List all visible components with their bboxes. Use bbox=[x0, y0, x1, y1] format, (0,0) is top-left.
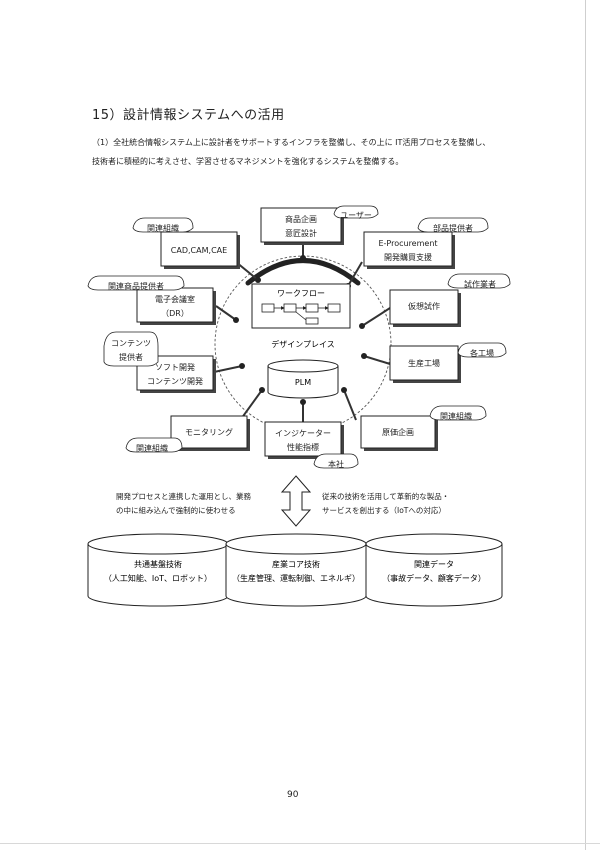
factory-label: 生産工場 bbox=[408, 358, 440, 368]
intro-line-1: （1）全社統合情報システム上に設計者をサポートするインフラを整備し、その上に I… bbox=[92, 138, 491, 147]
tag-related-org-tl: 関連組織 bbox=[147, 223, 179, 233]
tag-related-org-br: 関連組織 bbox=[440, 411, 472, 421]
tag-head-office: 本社 bbox=[328, 459, 344, 469]
db-related-data: 関連データ （事故データ、顧客データ） bbox=[365, 533, 503, 607]
plm-cylinder: PLM bbox=[267, 359, 339, 399]
right-note-1: 従来の技術を活用して革新的な製品・ bbox=[322, 491, 449, 501]
page-edge-bottom bbox=[0, 843, 600, 844]
stakeholder-tag-labels: ユーザー 関連組織 部品提供者 関連商品提供者 試作業者 コンテンツ 提供者 各… bbox=[108, 211, 496, 469]
double-arrow-icon bbox=[280, 475, 312, 527]
intro-line-2: 技術者に積極的に考えさせ、学習させるマネジメントを強化するシステムを整備する。 bbox=[92, 157, 404, 166]
svg-text:産業コア技術: 産業コア技術 bbox=[272, 559, 320, 569]
workflow-box: ワークフロー bbox=[251, 283, 351, 329]
workflow-arrows-icon bbox=[261, 303, 341, 325]
tag-content-provider-1: コンテンツ bbox=[111, 339, 151, 348]
tag-user: ユーザー bbox=[340, 211, 372, 220]
tag-prototyper: 試作業者 bbox=[464, 279, 496, 289]
product-planning-label-1: 商品企画 bbox=[285, 214, 317, 224]
econf-label-1: 電子会議室 bbox=[155, 294, 195, 304]
svg-text:（人工知能、IoT、ロボット）: （人工知能、IoT、ロボット） bbox=[104, 573, 212, 583]
left-note-1: 開発プロセスと連携した運用とし、業務 bbox=[116, 491, 251, 501]
design-place-label: デザインプレイス bbox=[271, 339, 335, 349]
bottom-notes: 開発プロセスと連携した運用とし、業務 の中に組み込んで強制的に使わせる 従来の技… bbox=[116, 491, 449, 515]
tag-prod-supplier: 関連商品提供者 bbox=[108, 281, 164, 291]
section-heading: 15）設計情報システムへの活用 bbox=[92, 108, 285, 123]
top-arc bbox=[245, 258, 361, 286]
soft-label-2: コンテンツ開発 bbox=[147, 377, 203, 386]
database-cylinders: 共通基盤技術 （人工知能、IoT、ロボット） 産業コア技術 （生産管理、運転制御… bbox=[87, 533, 503, 607]
db-industry-core: 産業コア技術 （生産管理、運転制御、エネルギ） bbox=[225, 533, 367, 607]
tag-content-provider-2: 提供者 bbox=[119, 352, 143, 362]
svg-text:PLM: PLM bbox=[295, 378, 311, 387]
db-common-tech: 共通基盤技術 （人工知能、IoT、ロボット） bbox=[87, 533, 229, 607]
page-number: 90 bbox=[287, 790, 299, 800]
svg-text:ワークフロー: ワークフロー bbox=[277, 289, 325, 298]
svg-text:（生産管理、運転制御、エネルギ）: （生産管理、運転制御、エネルギ） bbox=[232, 573, 360, 583]
svg-text:関連データ: 関連データ bbox=[414, 559, 454, 569]
product-planning-label-2: 意匠設計 bbox=[285, 228, 317, 238]
eproc-label-1: E-Procurement bbox=[378, 239, 437, 248]
virtual-label: 仮想試作 bbox=[408, 301, 440, 311]
svg-text:共通基盤技術: 共通基盤技術 bbox=[134, 559, 182, 569]
tag-related-org-bl: 関連組織 bbox=[136, 443, 168, 453]
stakeholder-tags bbox=[87, 205, 511, 469]
tag-parts-supplier: 部品提供者 bbox=[433, 223, 473, 233]
indicator-label-1: インジケーター bbox=[275, 429, 331, 438]
eproc-label-2: 開発購買支援 bbox=[384, 252, 432, 262]
monitoring-label: モニタリング bbox=[185, 427, 233, 437]
left-note-2: の中に組み込んで強制的に使わせる bbox=[116, 505, 236, 515]
indicator-label-2: 性能指標 bbox=[287, 442, 319, 452]
soft-label-1: ソフト開発 bbox=[155, 363, 195, 372]
cad-label: CAD,CAM,CAE bbox=[171, 246, 227, 255]
tag-factories: 各工場 bbox=[470, 348, 494, 358]
cost-label: 原価企画 bbox=[382, 427, 414, 437]
page-edge-right bbox=[585, 0, 586, 850]
svg-text:（事故データ、顧客データ）: （事故データ、顧客データ） bbox=[382, 573, 486, 583]
function-box-labels: 商品企画 意匠設計 CAD,CAM,CAE E-Procurement 開発購買… bbox=[147, 214, 440, 452]
right-note-2: サービスを創出する（IoTへの対応） bbox=[322, 505, 446, 515]
econf-label-2: （DR） bbox=[161, 309, 189, 318]
